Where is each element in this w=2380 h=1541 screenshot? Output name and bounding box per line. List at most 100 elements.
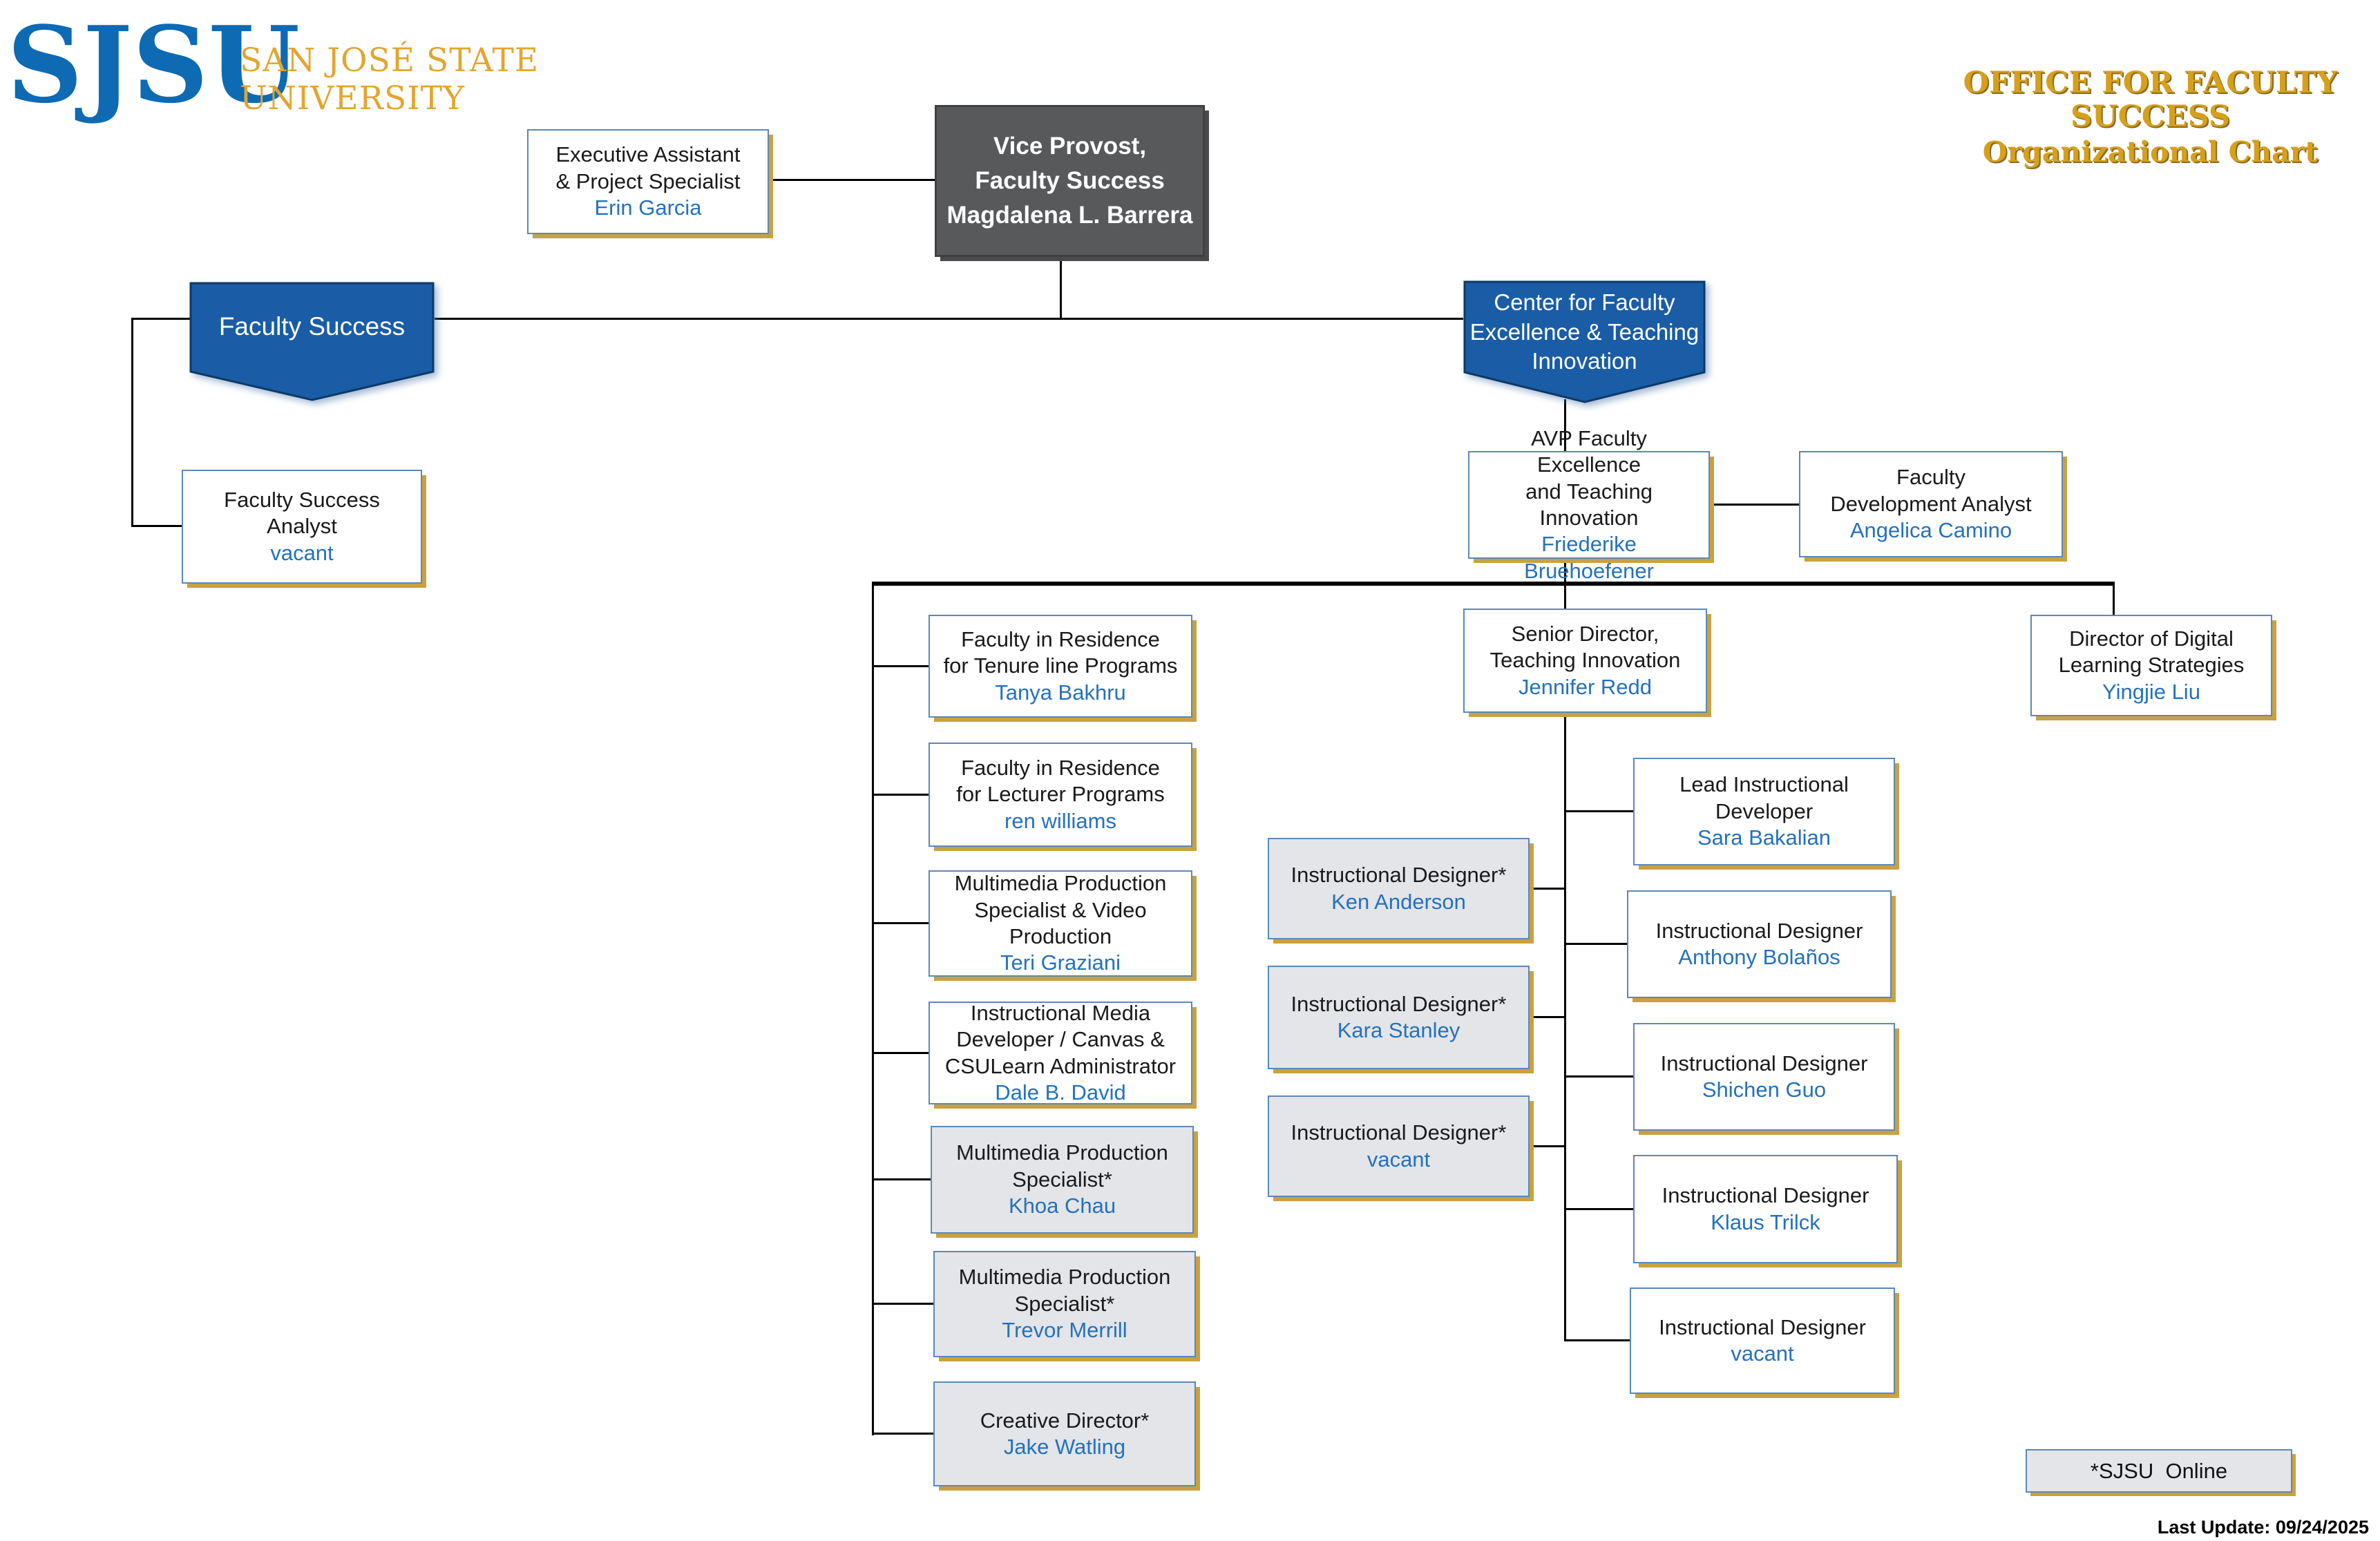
org-node-director-digital-learning: Director of Digital Learning Strategies … — [2030, 615, 2272, 716]
node-title: Specialist* — [1012, 1167, 1112, 1191]
node-person: Ken Anderson — [1331, 889, 1466, 914]
node-title: Instructional Designer* — [1291, 863, 1507, 888]
university-name-line1: SAN JOSÉ STATE — [240, 41, 540, 79]
connector-stub-anthony — [1564, 943, 1627, 945]
banner-faculty-success: Faculty Success — [189, 282, 435, 403]
node-person: Erin Garcia — [594, 195, 702, 220]
org-node-instructional-designer-ken: Instructional Designer* Ken Anderson — [1268, 838, 1530, 939]
connector-fs-left — [131, 318, 191, 320]
node-person: Klaus Trilck — [1711, 1209, 1820, 1234]
connector-stub-lecturer — [872, 794, 929, 796]
connector-cfeti-down — [1564, 399, 1566, 452]
node-title: AVP Faculty Excellence — [1531, 425, 1647, 477]
node-person: Yingjie Liu — [2102, 679, 2200, 704]
node-title: Instructional Designer — [1659, 1314, 1866, 1339]
node-title: Vice Provost, — [993, 133, 1147, 160]
node-title: Developer / Canvas & — [956, 1027, 1165, 1052]
connector-fs-analyst-stub — [131, 525, 183, 527]
connector-vp-down — [1060, 257, 1062, 320]
connector-stub-klaus — [1564, 1208, 1633, 1210]
connector-avp-down — [1564, 559, 1566, 584]
banner-cfeti-line1: Center for Faculty — [1494, 289, 1675, 315]
node-title: Teaching Innovation — [1489, 648, 1681, 673]
connector-fs-analyst-vertical — [131, 318, 133, 527]
org-node-instructional-designer-anthony: Instructional Designer Anthony Bolaños — [1627, 890, 1892, 998]
node-person: Kara Stanley — [1337, 1018, 1460, 1042]
node-person: Anthony Bolaños — [1678, 945, 1840, 969]
org-node-instructional-designer-shichen: Instructional Designer Shichen Guo — [1633, 1023, 1895, 1131]
node-title: Executive Assistant — [555, 142, 741, 167]
connector-stub-tenure — [872, 665, 929, 667]
org-node-instructional-designer-vacant: Instructional Designer vacant — [1630, 1288, 1895, 1394]
banner-cfeti-line2: Excellence & Teaching — [1469, 318, 1700, 345]
node-title: Faculty in Residence — [961, 755, 1160, 780]
page-title-line1: OFFICE FOR FACULTY SUCCESS — [1963, 66, 2338, 135]
org-node-instructional-media-developer: Instructional Media Developer / Canvas &… — [929, 1001, 1192, 1104]
connector-top-horizontal — [435, 318, 1463, 320]
node-title: for Lecturer Programs — [956, 782, 1165, 807]
university-wordmark: SAN JOSÉ STATE UNIVERSITY — [240, 41, 539, 117]
connector-left-spine — [872, 582, 874, 1435]
node-person: Magdalena L. Barrera — [946, 201, 1193, 229]
connector-stub-imd — [872, 1052, 929, 1054]
org-node-fir-lecturer: Faculty in Residence for Lecturer Progra… — [929, 743, 1192, 847]
node-title: Director of Digital — [2069, 626, 2234, 651]
node-person: Teri Graziani — [1000, 950, 1121, 975]
node-person: Tanya Bakhru — [995, 680, 1126, 705]
node-title: Multimedia Production — [956, 1140, 1168, 1165]
org-node-executive-assistant: Executive Assistant & Project Specialist… — [527, 129, 769, 234]
banner-cfeti-line3: Innovation — [1532, 348, 1637, 374]
connector-stub-vacant-white — [1564, 1339, 1630, 1341]
node-title: Instructional Designer — [1660, 1051, 1868, 1075]
node-title: Specialist & Video — [974, 897, 1147, 922]
org-node-instructional-designer-klaus: Instructional Designer Klaus Trilck — [1633, 1155, 1898, 1263]
org-node-creative-director: Creative Director* Jake Watling — [933, 1381, 1196, 1486]
connector-stub-khoa — [872, 1178, 931, 1180]
org-node-avp-faculty-excellence: AVP Faculty Excellence and Teaching Inno… — [1468, 426, 1710, 583]
connector-main-horizontal — [872, 582, 2115, 586]
connector-stub-shichen — [1564, 1075, 1633, 1078]
node-title: CSULearn Administrator — [944, 1053, 1177, 1078]
connector-stub-trevor — [872, 1303, 933, 1305]
page-title: OFFICE FOR FACULTY SUCCESS Organizationa… — [1927, 66, 2373, 170]
pennant-shape — [189, 282, 435, 401]
node-title: Developer — [1715, 798, 1813, 823]
connector-stub-creative — [872, 1433, 933, 1435]
node-title: Production — [1009, 924, 1112, 948]
node-title: Faculty in Residence — [961, 626, 1160, 651]
node-person: vacant — [1731, 1341, 1794, 1366]
node-person: Jake Watling — [1003, 1435, 1126, 1459]
node-title: for Tenure line Programs — [943, 653, 1178, 678]
node-person: Jennifer Redd — [1518, 674, 1652, 699]
connector-stub-kara — [1530, 1016, 1564, 1018]
org-node-faculty-success-analyst: Faculty Success Analyst vacant — [182, 470, 422, 584]
node-title: Instructional Designer — [1655, 918, 1863, 943]
node-title: Specialist* — [1014, 1291, 1115, 1316]
connector-center-spine — [1564, 713, 1566, 1341]
connector-stub-video — [872, 922, 929, 924]
node-person: Angelica Camino — [1849, 518, 2012, 543]
node-title: Senior Director, — [1511, 621, 1659, 646]
banner-cfeti: Center for Faculty Excellence & Teaching… — [1463, 280, 1706, 405]
node-title: Instructional Designer* — [1291, 991, 1507, 1016]
node-title: and Teaching Innovation — [1525, 479, 1653, 530]
connector-exec-vp — [769, 179, 935, 181]
org-node-senior-director: Senior Director, Teaching Innovation Jen… — [1463, 609, 1707, 713]
org-node-fir-tenure: Faculty in Residence for Tenure line Pro… — [929, 615, 1192, 718]
org-node-multimedia-specialist-khoa: Multimedia Production Specialist* Khoa C… — [931, 1126, 1194, 1234]
legend-label: *SJSU Online — [2090, 1458, 2228, 1483]
node-title: Faculty — [1896, 465, 1965, 490]
node-title: Multimedia Production — [958, 1265, 1171, 1290]
node-title: & Project Specialist — [555, 169, 741, 193]
node-person: Friederike Bruehoefener — [1524, 532, 1654, 583]
org-node-instructional-designer-vacant-sjsuonline: Instructional Designer* vacant — [1268, 1095, 1530, 1197]
node-title: Lead Instructional — [1679, 772, 1849, 797]
page-title-line2: Organizational Chart — [1982, 135, 2319, 169]
node-title: Faculty Success Analyst — [224, 487, 380, 539]
org-node-multimedia-video-production: Multimedia Production Specialist & Video… — [929, 870, 1192, 977]
node-person: vacant — [270, 540, 334, 565]
node-person: Trevor Merrill — [1002, 1318, 1127, 1343]
last-update-note: Last Update: 09/24/2025 — [2157, 1517, 2369, 1538]
connector-stub-vacant-gray — [1530, 1145, 1564, 1147]
node-person: vacant — [1367, 1147, 1431, 1171]
